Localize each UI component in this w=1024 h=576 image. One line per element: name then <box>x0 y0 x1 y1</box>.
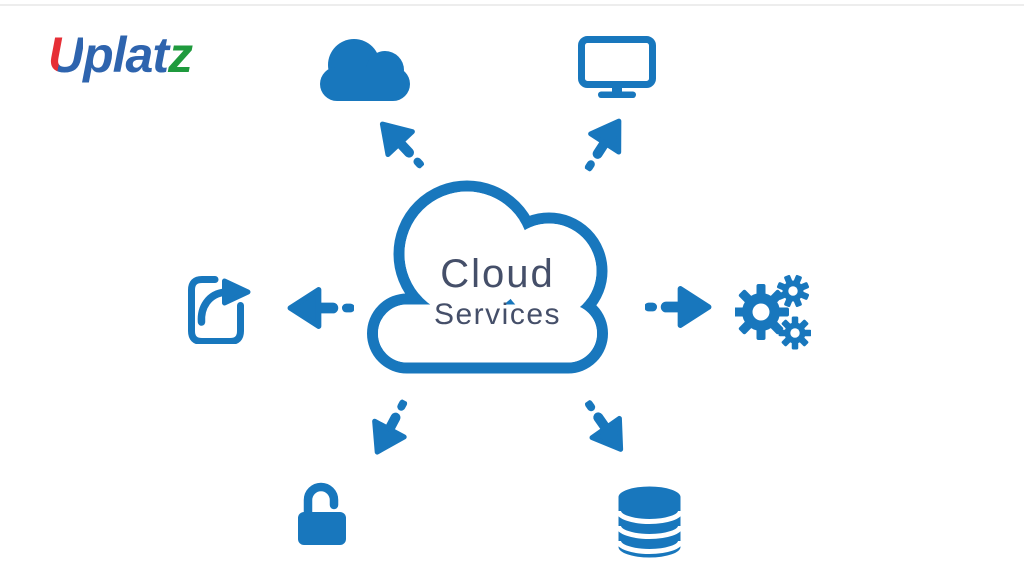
database-icon <box>616 485 683 558</box>
hub-label: Cloud Services <box>377 252 618 334</box>
logo-letter-z: z <box>168 27 193 83</box>
arrow-left-icon <box>286 283 354 333</box>
logo-letters-plat: plat <box>83 27 169 83</box>
share-icon <box>188 274 256 344</box>
hub-cloud-icon <box>367 179 608 374</box>
arrow-down-right-icon <box>568 388 641 465</box>
logo-letter-u: U <box>48 27 84 83</box>
hub-title: Cloud <box>440 252 555 296</box>
gears-icon <box>735 274 811 350</box>
monitor-icon <box>578 36 656 98</box>
arrow-up-left-icon <box>363 106 439 183</box>
cloud-icon <box>318 37 412 101</box>
arrow-right-icon <box>645 282 713 332</box>
arrow-down-left-icon <box>355 390 425 466</box>
uplatz-logo: Uplatz <box>48 27 193 83</box>
top-border-line <box>0 4 1024 6</box>
hub-subtitle: Services <box>433 298 562 331</box>
arrow-up-right-icon <box>568 105 640 182</box>
unlock-icon <box>297 482 347 546</box>
